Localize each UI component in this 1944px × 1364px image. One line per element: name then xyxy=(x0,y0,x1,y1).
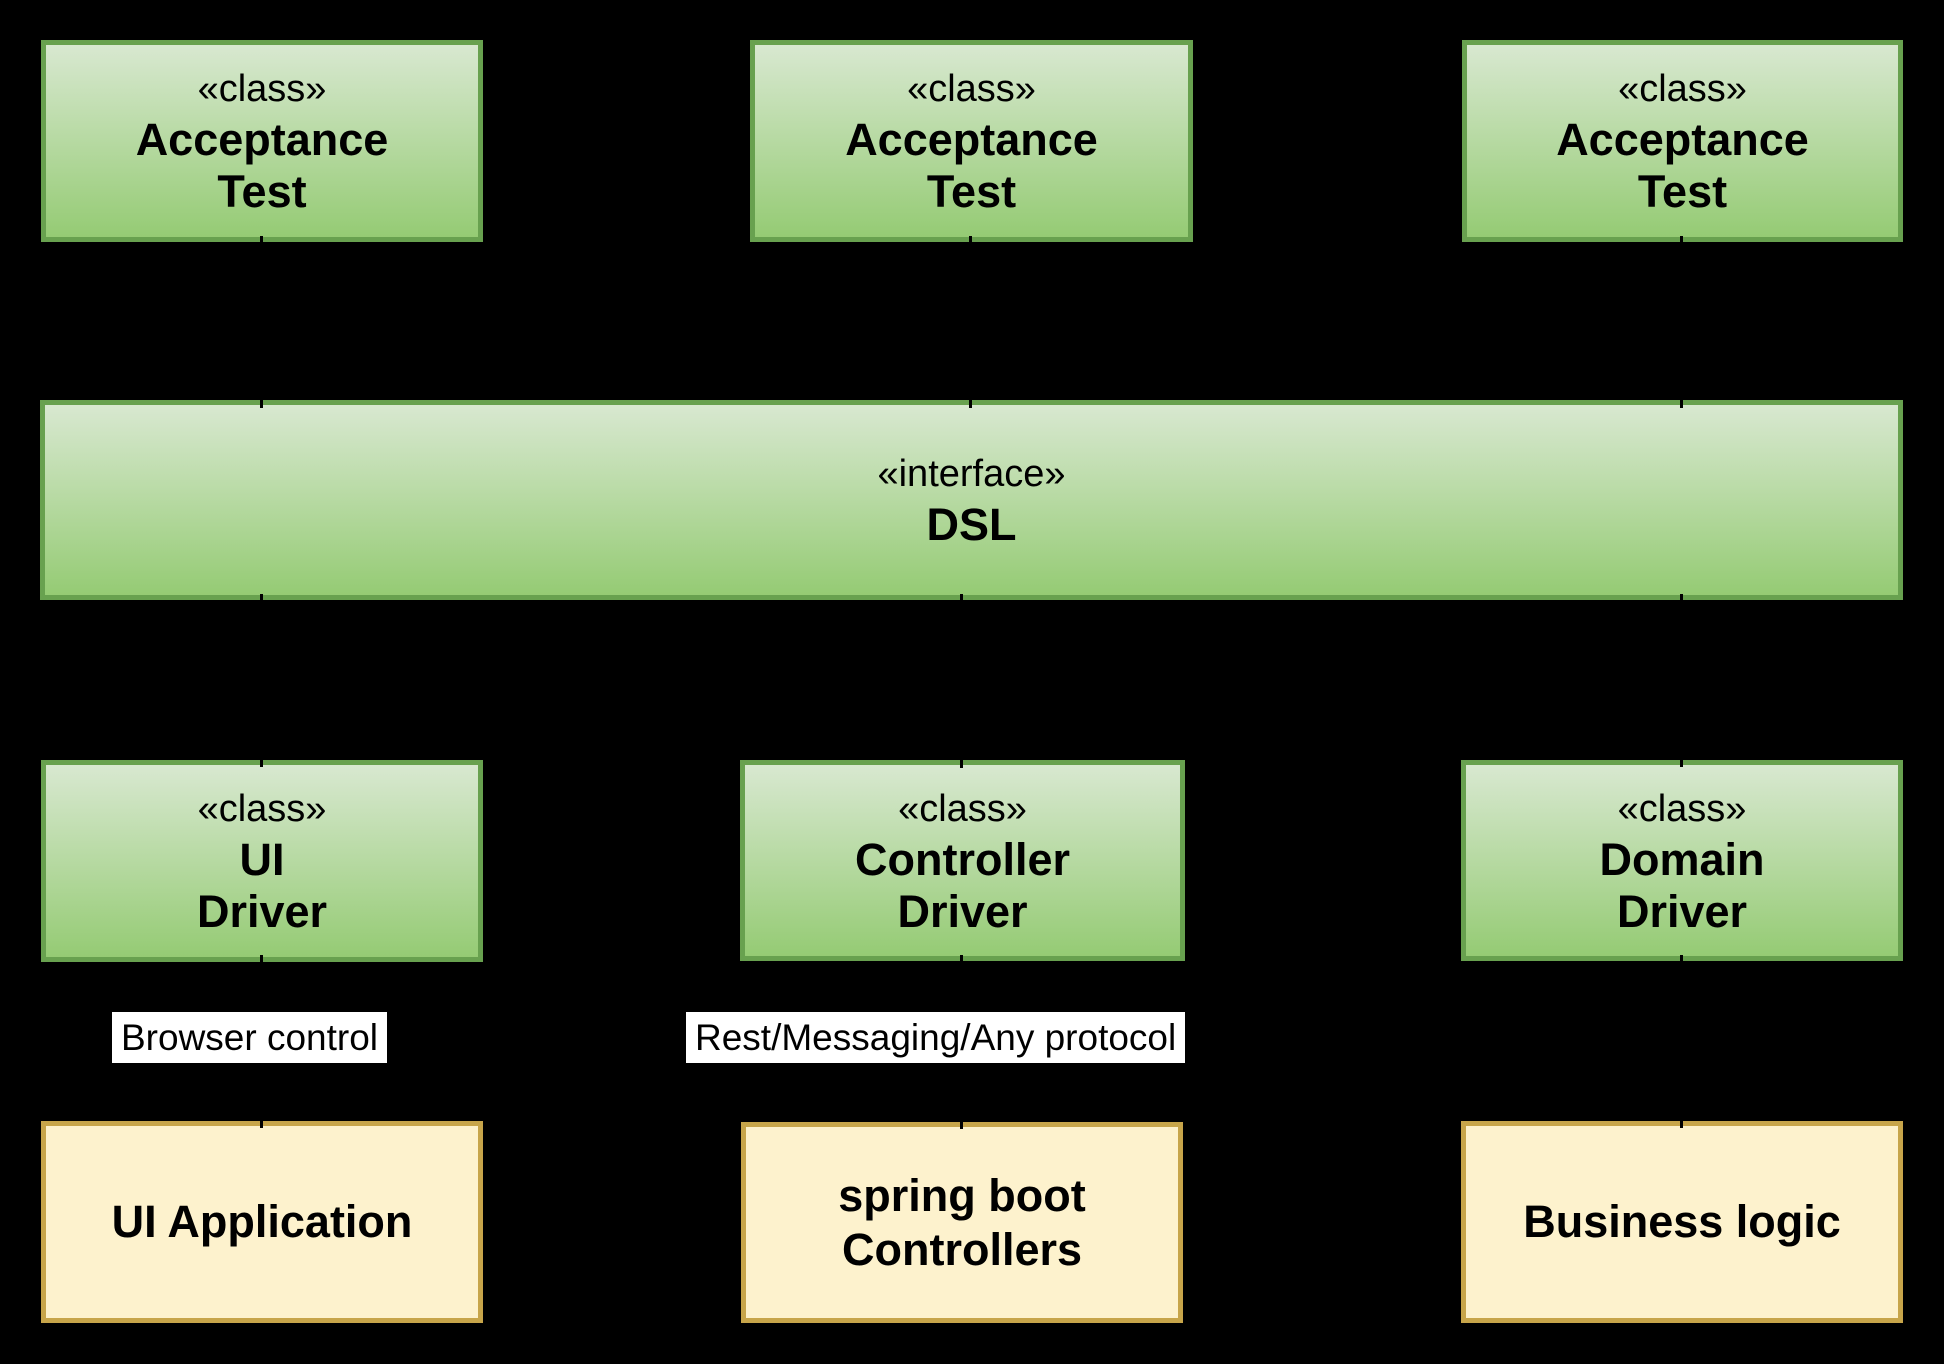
class-name: Driver xyxy=(897,885,1028,937)
application-name: Business logic xyxy=(1523,1196,1841,1247)
class-name: Acceptance xyxy=(135,114,389,165)
class-name: UI xyxy=(239,834,285,885)
application-name: UI Application xyxy=(111,1196,413,1247)
domain-driver-box: «class» Domain Driver xyxy=(1461,760,1903,961)
stereotype-label: «class» xyxy=(197,68,327,110)
stereotype-label: «class» xyxy=(1617,787,1747,830)
controller-driver-box: «class» Controller Driver xyxy=(740,760,1185,961)
browser-control-label: Browser control xyxy=(112,1012,388,1063)
class-name: Driver xyxy=(1616,885,1748,937)
interface-name: DSL xyxy=(926,499,1017,550)
protocol-label: Rest/Messaging/Any protocol xyxy=(686,1012,1186,1063)
class-name: Acceptance xyxy=(845,114,1098,165)
connector-line xyxy=(960,594,963,768)
class-name: Driver xyxy=(196,886,328,937)
stereotype-label: «class» xyxy=(197,788,327,830)
business-logic-box: Business logic xyxy=(1461,1121,1903,1323)
connector-line xyxy=(260,236,263,408)
stereotype-label: «interface» xyxy=(877,453,1066,495)
class-name: Test xyxy=(1637,166,1728,217)
class-name: Test xyxy=(217,166,307,217)
dsl-interface-box: «interface» DSL xyxy=(40,400,1903,600)
application-name: Controllers xyxy=(841,1223,1083,1275)
connector-line xyxy=(260,594,263,767)
class-name: Test xyxy=(926,166,1017,217)
acceptance-test-box-1: «class» Acceptance Test xyxy=(41,40,483,242)
connector-line xyxy=(1680,955,1683,1128)
connector-line xyxy=(969,236,972,408)
ui-application-box: UI Application xyxy=(41,1121,483,1323)
stereotype-label: «class» xyxy=(898,787,1027,830)
connector-line xyxy=(1680,594,1683,767)
stereotype-label: «class» xyxy=(907,68,1036,110)
spring-boot-controllers-box: spring boot Controllers xyxy=(741,1122,1183,1323)
acceptance-test-box-2: «class» Acceptance Test xyxy=(750,40,1193,242)
application-name: spring boot xyxy=(838,1169,1086,1221)
class-name: Acceptance xyxy=(1556,114,1809,165)
acceptance-test-box-3: «class» Acceptance Test xyxy=(1462,40,1903,242)
connector-line xyxy=(1680,236,1683,408)
class-name: Controller xyxy=(854,833,1070,885)
ui-driver-box: «class» UI Driver xyxy=(41,760,483,962)
class-name: Domain xyxy=(1599,833,1765,885)
stereotype-label: «class» xyxy=(1618,68,1747,110)
